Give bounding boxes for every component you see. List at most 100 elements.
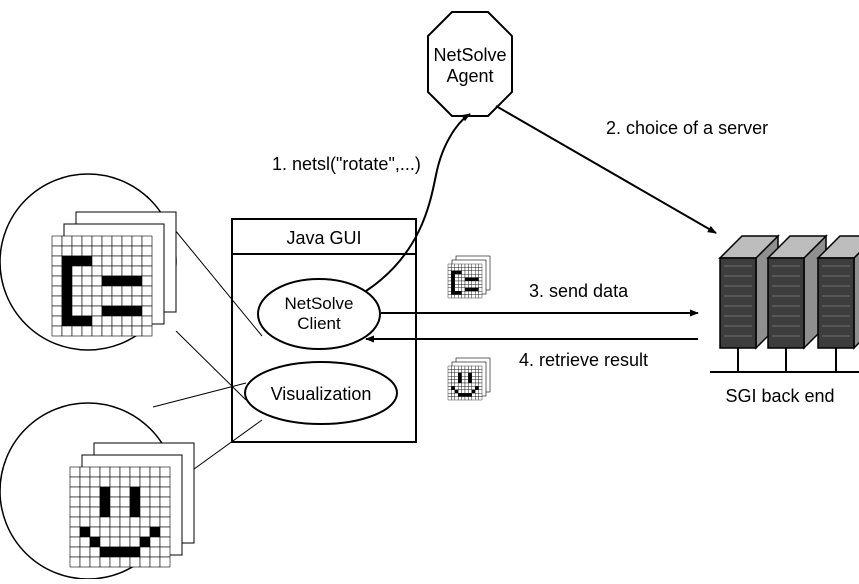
pixel-off [69, 516, 81, 528]
netsolve-agent: NetSolve Agent [427, 11, 513, 117]
pixel-off [109, 486, 121, 498]
pixel-grid [447, 365, 483, 401]
pixel-off [121, 235, 133, 247]
pixel-off [119, 486, 131, 498]
pixel-off [51, 235, 63, 247]
pixel-on [111, 275, 123, 287]
pixel-off [458, 274, 462, 278]
pixel-off [131, 295, 143, 307]
pixel-off [478, 263, 483, 268]
pixel-off [464, 369, 469, 373]
pixel-off [79, 536, 91, 548]
pixel-on [129, 496, 141, 508]
pixel-off [81, 275, 93, 287]
pixel-on [475, 277, 479, 282]
pixel-off [51, 275, 63, 287]
pixel-on [451, 386, 455, 390]
pixel-off [109, 536, 121, 548]
step-choice-label: 2. choice of a server [606, 118, 768, 138]
output-image-stack-small [447, 357, 491, 401]
pixel-off [478, 389, 483, 394]
pixel-off [468, 389, 472, 394]
pixel-off [111, 265, 123, 277]
pixel-on [468, 393, 472, 397]
pixel-off [447, 365, 452, 370]
pixel-off [109, 476, 121, 488]
pixel-off [119, 496, 131, 508]
input-image-stack-large [51, 211, 177, 337]
pixel-off [475, 396, 479, 401]
pixel-off [79, 486, 91, 498]
pixel-off [111, 285, 123, 297]
pixel-off [447, 277, 452, 282]
pixel-off [478, 294, 483, 299]
pixel-off [61, 235, 73, 247]
pixel-off [475, 393, 479, 397]
pixel-off [89, 556, 101, 568]
pixel-off [79, 556, 91, 568]
pixel-off [475, 372, 479, 377]
pixel-on [89, 536, 101, 548]
pixel-off [69, 496, 81, 508]
pixel-on [99, 486, 111, 498]
pixel-off [458, 294, 462, 299]
pixel-off [447, 291, 452, 295]
pixel-off [447, 267, 452, 271]
pixel-off [471, 267, 476, 271]
pixel-off [69, 536, 81, 548]
pixel-on [129, 486, 141, 498]
pixel-off [159, 516, 171, 528]
pixel-off [478, 382, 483, 387]
pixel-off [69, 506, 81, 518]
pixel-off [451, 369, 455, 373]
pixel-off [119, 506, 131, 518]
pixel-on [458, 376, 462, 380]
pixel-off [89, 516, 101, 528]
pixel-off [458, 382, 462, 387]
pixel-off [139, 556, 151, 568]
pixel-off [461, 280, 466, 285]
pixel-on [471, 389, 476, 394]
pixel-off [101, 235, 113, 247]
pixel-on [61, 305, 73, 317]
pixel-off [119, 466, 131, 478]
pixel-off [461, 291, 466, 295]
call-agent-arrow [365, 113, 471, 292]
pixel-off [91, 315, 103, 327]
pixel-off [475, 369, 479, 373]
pixel-off [139, 496, 151, 508]
pixel-off [461, 294, 466, 299]
pixel-off [454, 284, 459, 288]
pixel-on [121, 275, 133, 287]
pixel-off [475, 274, 479, 278]
pixel-off [471, 263, 476, 268]
pixel-on [451, 291, 455, 295]
pixel-off [129, 536, 141, 548]
step-retrieve-label: 4. retrieve result [519, 350, 648, 370]
pixel-off [81, 285, 93, 297]
pixel-off [109, 466, 121, 478]
pixel-off [109, 496, 121, 508]
pixel-on [71, 255, 83, 267]
pixel-off [139, 516, 151, 528]
pixel-off [71, 275, 83, 287]
pixel-off [89, 546, 101, 558]
pixel-off [461, 270, 466, 275]
pixel-off [451, 267, 455, 271]
pixel-off [464, 263, 469, 268]
pixel-off [475, 291, 479, 295]
pixel-off [81, 325, 93, 337]
pixel-off [458, 396, 462, 401]
pixel-off [454, 277, 459, 282]
pixel-off [131, 315, 143, 327]
pixel-on [101, 305, 113, 317]
pixel-off [447, 270, 452, 275]
pixel-off [478, 396, 483, 401]
pixel-off [79, 476, 91, 488]
pixel-off [101, 245, 113, 257]
pixel-grid [447, 263, 483, 299]
pixel-off [475, 376, 479, 380]
client-label-line1: NetSolve [285, 294, 354, 313]
pixel-off [461, 365, 466, 370]
pixel-off [451, 365, 455, 370]
